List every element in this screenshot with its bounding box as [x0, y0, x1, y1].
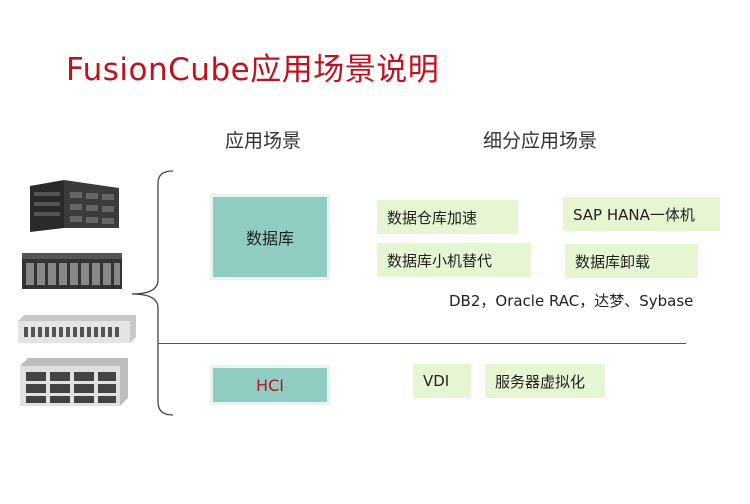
sub-scenario-vdi: VDI — [413, 364, 471, 398]
sub-scenario-db-offload: 数据库卸载 — [565, 244, 698, 278]
header-sub-scenario: 细分应用场景 — [483, 130, 598, 152]
sub-scenario-server-virtualization: 服务器虚拟化 — [485, 364, 605, 398]
database-vendors-note: DB2，Oracle RAC，达梦、Sybase — [449, 292, 694, 310]
slide-title: FusionCube应用场景说明 — [66, 52, 440, 88]
blade-server-icon — [22, 253, 122, 289]
scenario-box-database: 数据库 — [210, 194, 330, 280]
rack-server-2u-icon — [20, 358, 128, 406]
sub-scenario-sap-hana: SAP HANA一体机 — [563, 197, 720, 231]
divider-line — [158, 343, 686, 344]
server-tower-icon — [30, 180, 119, 232]
bracket — [131, 170, 174, 416]
header-scenario: 应用场景 — [225, 130, 302, 152]
scenario-box-hci: HCI — [210, 365, 330, 405]
sub-scenario-dw-acceleration: 数据仓库加速 — [377, 200, 518, 234]
rack-server-1u-icon — [18, 315, 136, 343]
sub-scenario-minicomputer-replacement: 数据库小机替代 — [377, 243, 531, 277]
